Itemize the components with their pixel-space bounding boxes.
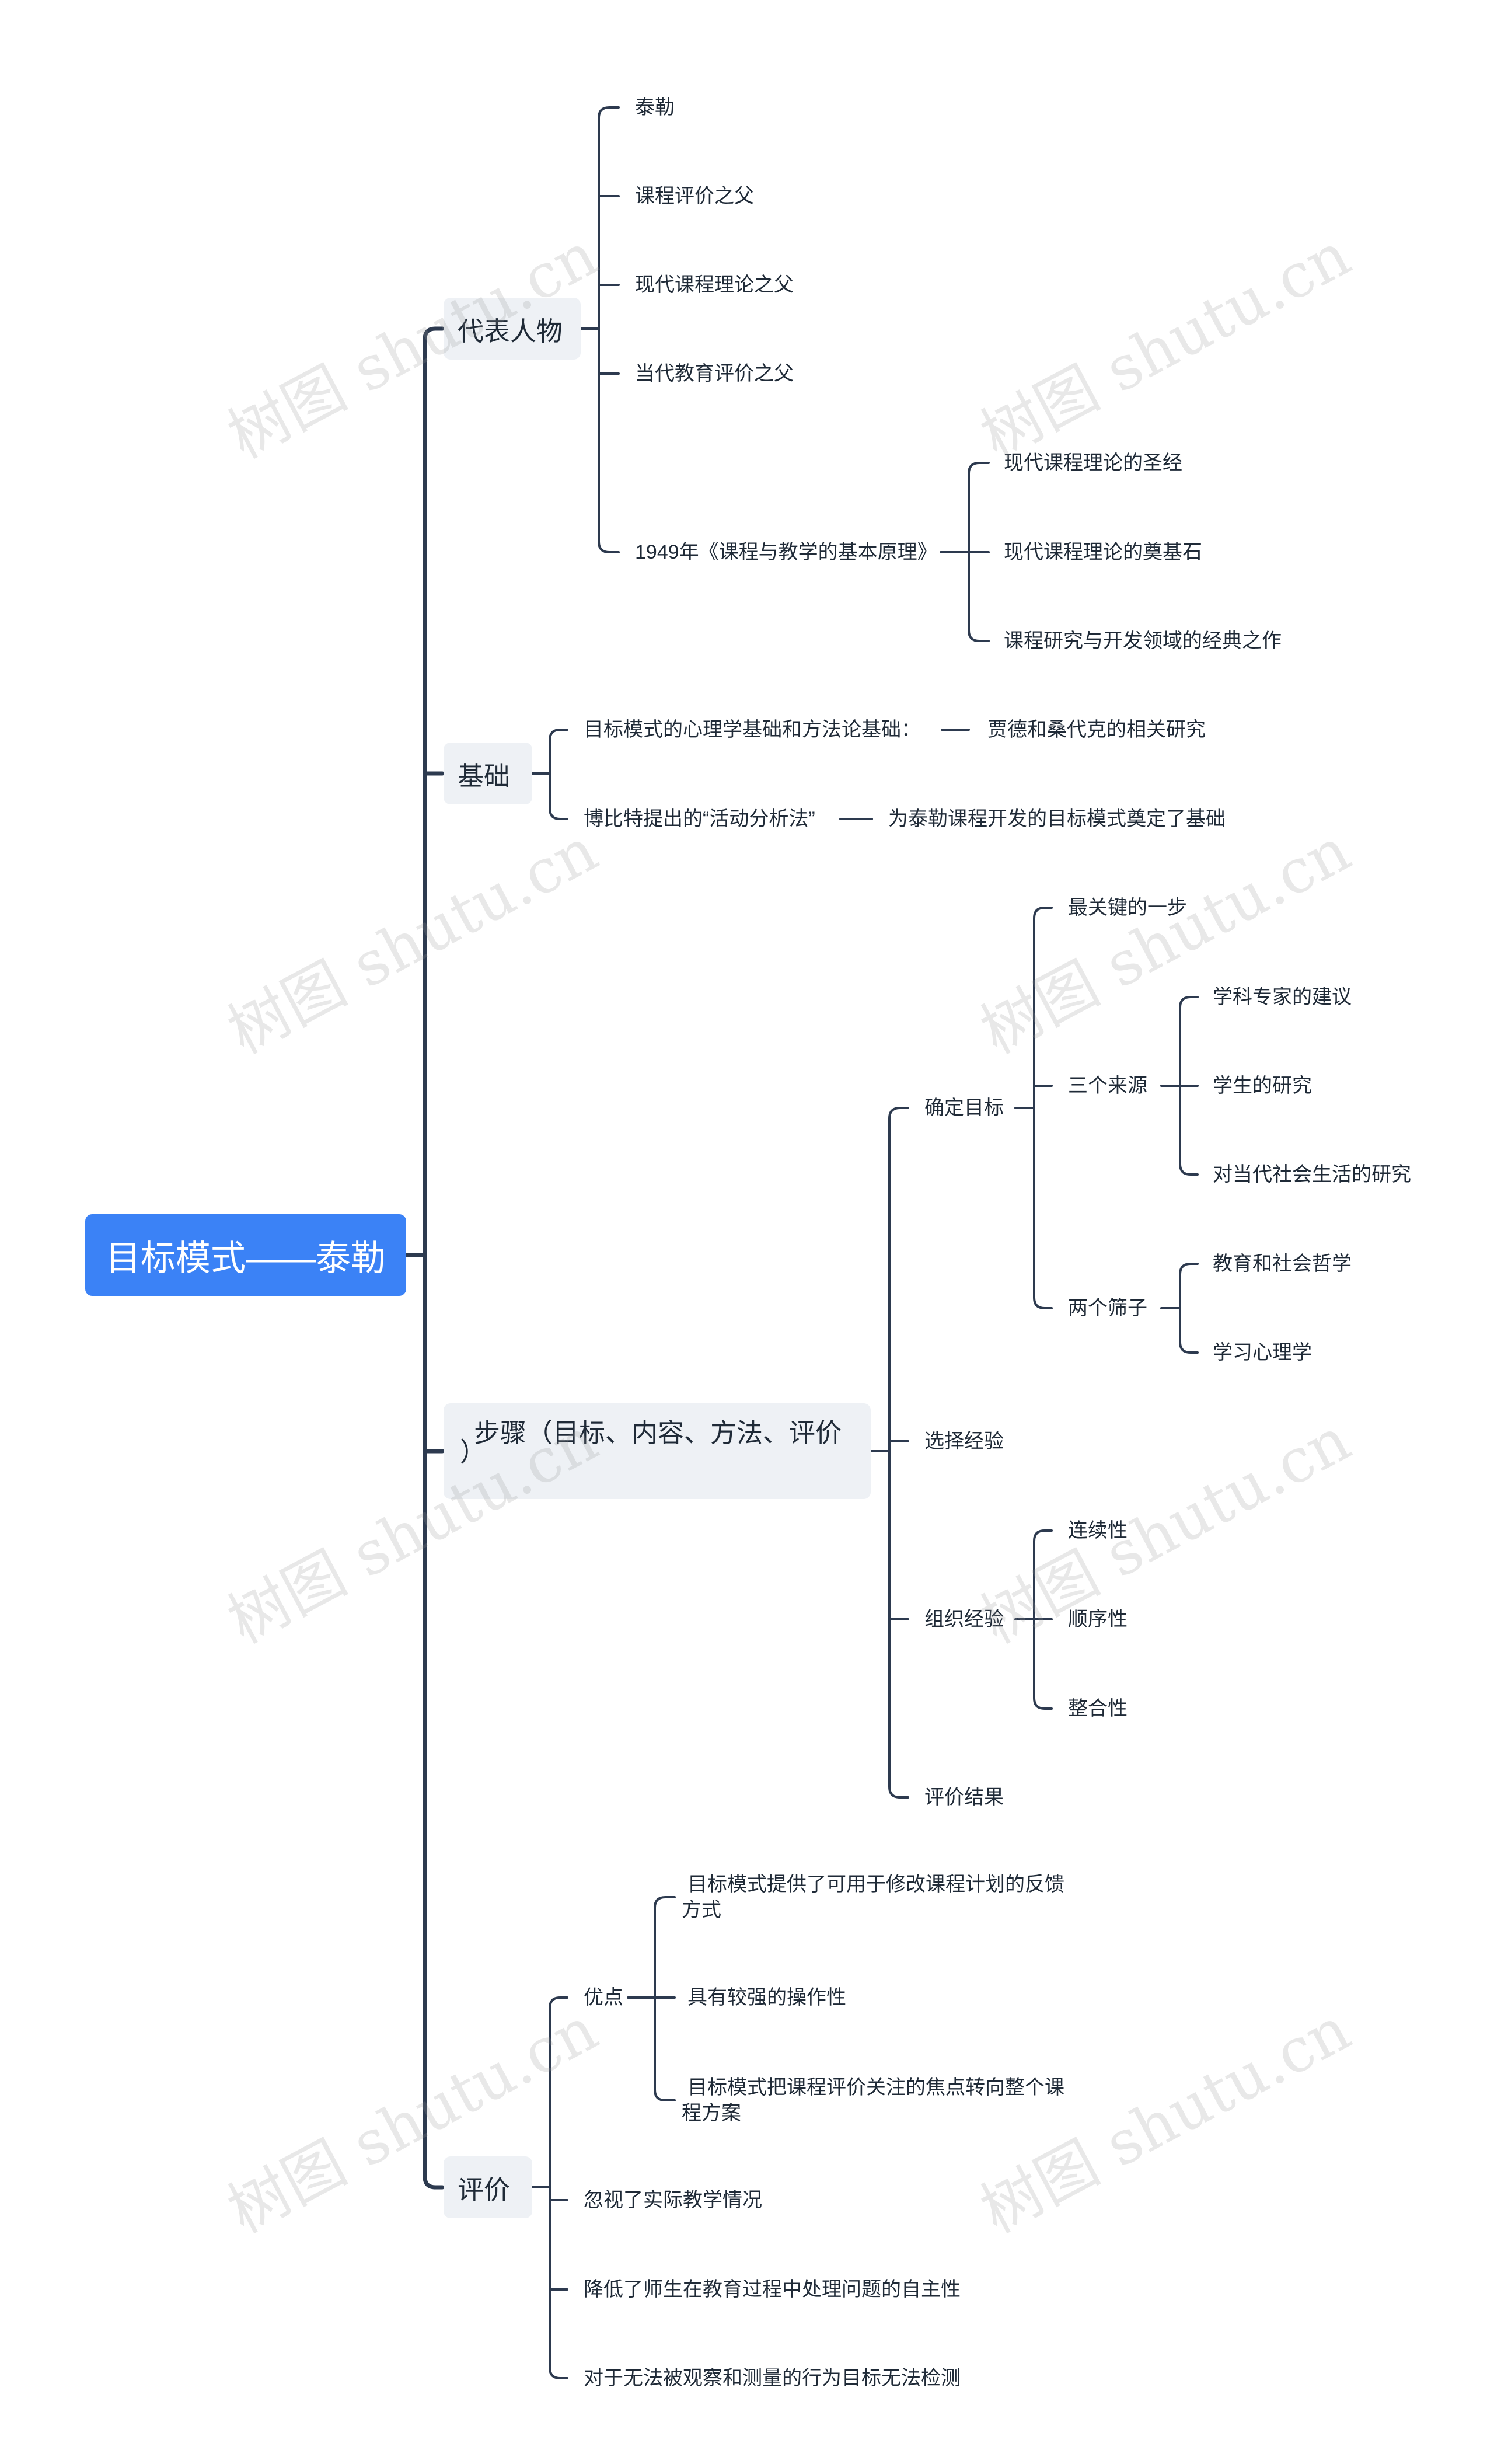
b3-bracket-spine — [888, 1107, 909, 1799]
foundation-item-psychology[interactable]: 目标模式的心理学基础和方法论基础： — [584, 719, 921, 741]
rep-item-taylor[interactable]: 泰勒 — [635, 96, 675, 119]
advantage-feedback-line1: 目标模式提供了可用于修改课程计划的反馈 — [687, 1873, 1064, 1895]
filter-psychology[interactable]: 学习心理学 — [1213, 1341, 1312, 1364]
advantage-feedback-line2: 方式 — [682, 1899, 721, 1921]
book-bracket-spine — [968, 462, 990, 642]
step-organize-experience[interactable]: 组织经验 — [924, 1608, 1004, 1630]
book-child-bible[interactable]: 现代课程理论的圣经 — [1004, 452, 1182, 474]
branch-steps[interactable]: 步骤（目标、内容、方法、评价 ） — [444, 1403, 871, 1499]
eval-reduce-autonomy[interactable]: 降低了师生在教育过程中处理问题的自主性 — [584, 2278, 961, 2301]
filters-bracket-spine — [1179, 1263, 1199, 1354]
step-select-experience[interactable]: 选择经验 — [924, 1430, 1004, 1452]
goal-bracket-spine — [1033, 907, 1053, 1309]
book-child-classic[interactable]: 课程研究与开发领域的经典之作 — [1004, 630, 1282, 652]
root-bracket-spine — [423, 326, 445, 2190]
eval-ignore-teaching[interactable]: 忽视了实际教学情况 — [584, 2189, 762, 2211]
step-evaluate-results[interactable]: 评价结果 — [924, 1786, 1004, 1808]
advantage-operability[interactable]: 具有较强的操作性 — [682, 1985, 846, 2010]
source-society[interactable]: 对当代社会生活的研究 — [1213, 1163, 1411, 1186]
organize-bracket-spine — [1033, 1529, 1053, 1710]
adv-bracket-spine — [654, 1896, 676, 2101]
book-child-cornerstone[interactable]: 现代课程理论的奠基石 — [1004, 541, 1202, 563]
root-node[interactable]: 目标模式——泰勒 — [85, 1214, 406, 1296]
eval-advantages[interactable]: 优点 — [584, 1986, 623, 2009]
goal-key-step[interactable]: 最关键的一步 — [1068, 897, 1187, 919]
steps-label-line2: ） — [460, 1437, 487, 1467]
source-students[interactable]: 学生的研究 — [1213, 1075, 1312, 1097]
foundation-result-basis[interactable]: 为泰勒课程开发的目标模式奠定了基础 — [888, 808, 1226, 830]
branch-foundation[interactable]: 基础 — [444, 743, 532, 804]
branch-evaluation[interactable]: 评价 — [444, 2156, 532, 2218]
organize-sequence[interactable]: 顺序性 — [1068, 1608, 1128, 1630]
sources-bracket-spine — [1179, 996, 1199, 1176]
organize-integration[interactable]: 整合性 — [1068, 1698, 1128, 1720]
b4-bracket-spine — [549, 1996, 568, 2379]
rep-item-modern-father[interactable]: 现代课程理论之父 — [635, 274, 794, 296]
filter-philosophy[interactable]: 教育和社会哲学 — [1213, 1253, 1352, 1275]
goal-three-sources[interactable]: 三个来源 — [1068, 1075, 1147, 1097]
step-set-goals[interactable]: 确定目标 — [924, 1097, 1004, 1119]
steps-label-line1: 步骤（目标、内容、方法、评价 — [474, 1418, 842, 1448]
advantage-whole-program-line2: 程方案 — [682, 2102, 741, 2124]
rep-item-contemporary-father[interactable]: 当代教育评价之父 — [635, 363, 794, 385]
foundation-result-judd[interactable]: 贾德和桑代克的相关研究 — [987, 719, 1206, 741]
source-experts[interactable]: 学科专家的建议 — [1213, 986, 1352, 1008]
b2-bracket-spine — [549, 729, 568, 820]
advantage-feedback[interactable]: 目标模式提供了可用于修改课程计划的反馈 方式 — [682, 1871, 1064, 1923]
rep-item-eval-father[interactable]: 课程评价之父 — [635, 185, 754, 207]
advantage-whole-program[interactable]: 目标模式把课程评价关注的焦点转向整个课 程方案 — [682, 2075, 1064, 2126]
eval-cannot-detect[interactable]: 对于无法被观察和测量的行为目标无法检测 — [584, 2367, 961, 2389]
foundation-item-bobbitt[interactable]: 博比特提出的“活动分析法” — [584, 808, 815, 830]
branch-representatives[interactable]: 代表人物 — [444, 298, 581, 360]
rep-item-book-1949[interactable]: 1949年《课程与教学的基本原理》 — [635, 541, 937, 563]
organize-continuity[interactable]: 连续性 — [1068, 1519, 1128, 1542]
b1-bracket-spine — [598, 106, 620, 553]
advantage-whole-program-line1: 目标模式把课程评价关注的焦点转向整个课 — [687, 2076, 1064, 2099]
goal-two-filters[interactable]: 两个筛子 — [1068, 1297, 1147, 1319]
advantage-operability-text: 具有较强的操作性 — [687, 1986, 846, 2009]
